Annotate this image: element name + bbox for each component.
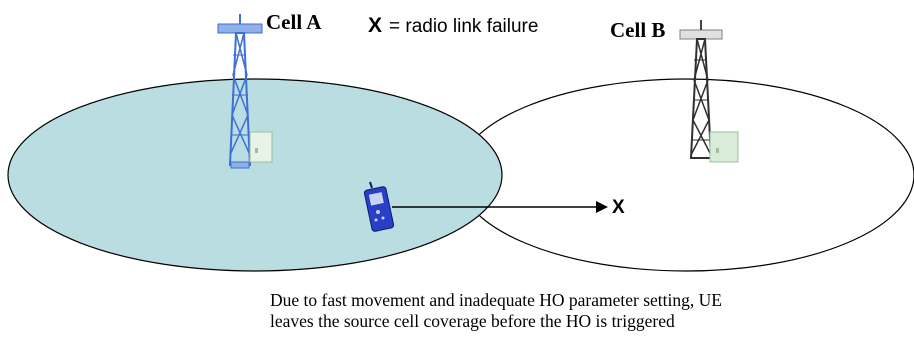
caption: Due to fast movement and inadequate HO p… xyxy=(270,290,722,332)
cell-b-equipment-box xyxy=(709,131,739,163)
ue-phone-icon xyxy=(363,181,395,232)
legend-symbol: X xyxy=(368,14,383,37)
caption-line-2: leaves the source cell coverage before t… xyxy=(270,311,675,331)
cell-b-label: Cell B xyxy=(610,18,666,42)
cell-a-tower-icon xyxy=(217,14,273,169)
cell-a-label: Cell A xyxy=(266,10,322,34)
cell-b-tower-icon xyxy=(679,20,739,163)
cell-a-equipment-box xyxy=(249,131,273,163)
caption-line-1: Due to fast movement and inadequate HO p… xyxy=(270,290,722,310)
radio-link-failure-marker: X xyxy=(612,197,625,218)
cell-b-coverage xyxy=(457,78,914,272)
legend-text: = radio link failure xyxy=(389,16,539,37)
cell-a-coverage xyxy=(7,78,503,272)
movement-arrow xyxy=(392,201,608,213)
